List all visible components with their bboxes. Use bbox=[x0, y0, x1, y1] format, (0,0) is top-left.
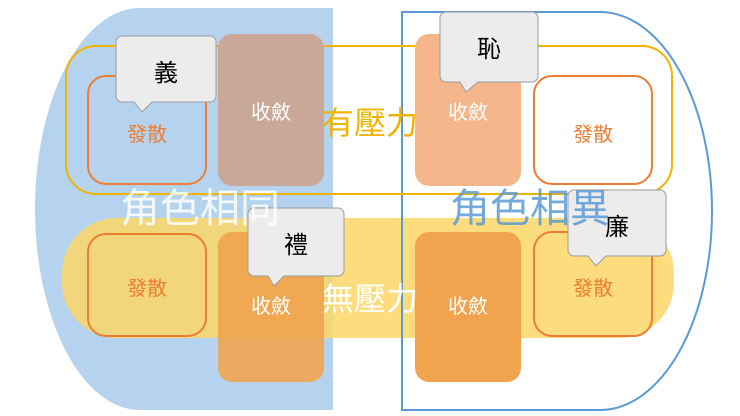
label-tr-convergent: 收斂 bbox=[448, 100, 488, 124]
callout-shape-bl bbox=[247, 207, 345, 287]
right-outline-region bbox=[401, 11, 713, 411]
column-label-different-role: 角色相異 bbox=[450, 186, 610, 232]
callout-shape-tl bbox=[115, 35, 217, 113]
label-bl-divergent: 發散 bbox=[127, 276, 167, 300]
callout-shape-tr bbox=[439, 11, 539, 93]
box-tr-divergent bbox=[533, 75, 653, 185]
label-bl-convergent: 收斂 bbox=[251, 294, 291, 318]
label-tl-divergent: 發散 bbox=[127, 122, 167, 146]
callout-righteousness: 義 bbox=[154, 59, 178, 87]
callout-shape-br bbox=[567, 189, 667, 267]
box-bl-divergent bbox=[87, 233, 207, 337]
callout-integrity: 廉 bbox=[605, 213, 629, 241]
column-label-same-role: 角色相同 bbox=[120, 186, 280, 232]
row-label-pressure: 有壓力 bbox=[321, 104, 418, 142]
box-tl-convergent bbox=[218, 34, 324, 186]
callout-shame: 恥 bbox=[477, 35, 501, 63]
label-br-divergent: 發散 bbox=[573, 276, 613, 300]
callout-propriety: 禮 bbox=[284, 231, 308, 259]
box-br-convergent bbox=[415, 232, 521, 382]
gold-outline-band bbox=[65, 45, 673, 195]
label-tr-divergent: 發散 bbox=[573, 122, 613, 146]
label-tl-convergent: 收斂 bbox=[251, 100, 291, 124]
row-label-no-pressure: 無壓力 bbox=[321, 280, 418, 318]
label-br-convergent: 收斂 bbox=[448, 294, 488, 318]
